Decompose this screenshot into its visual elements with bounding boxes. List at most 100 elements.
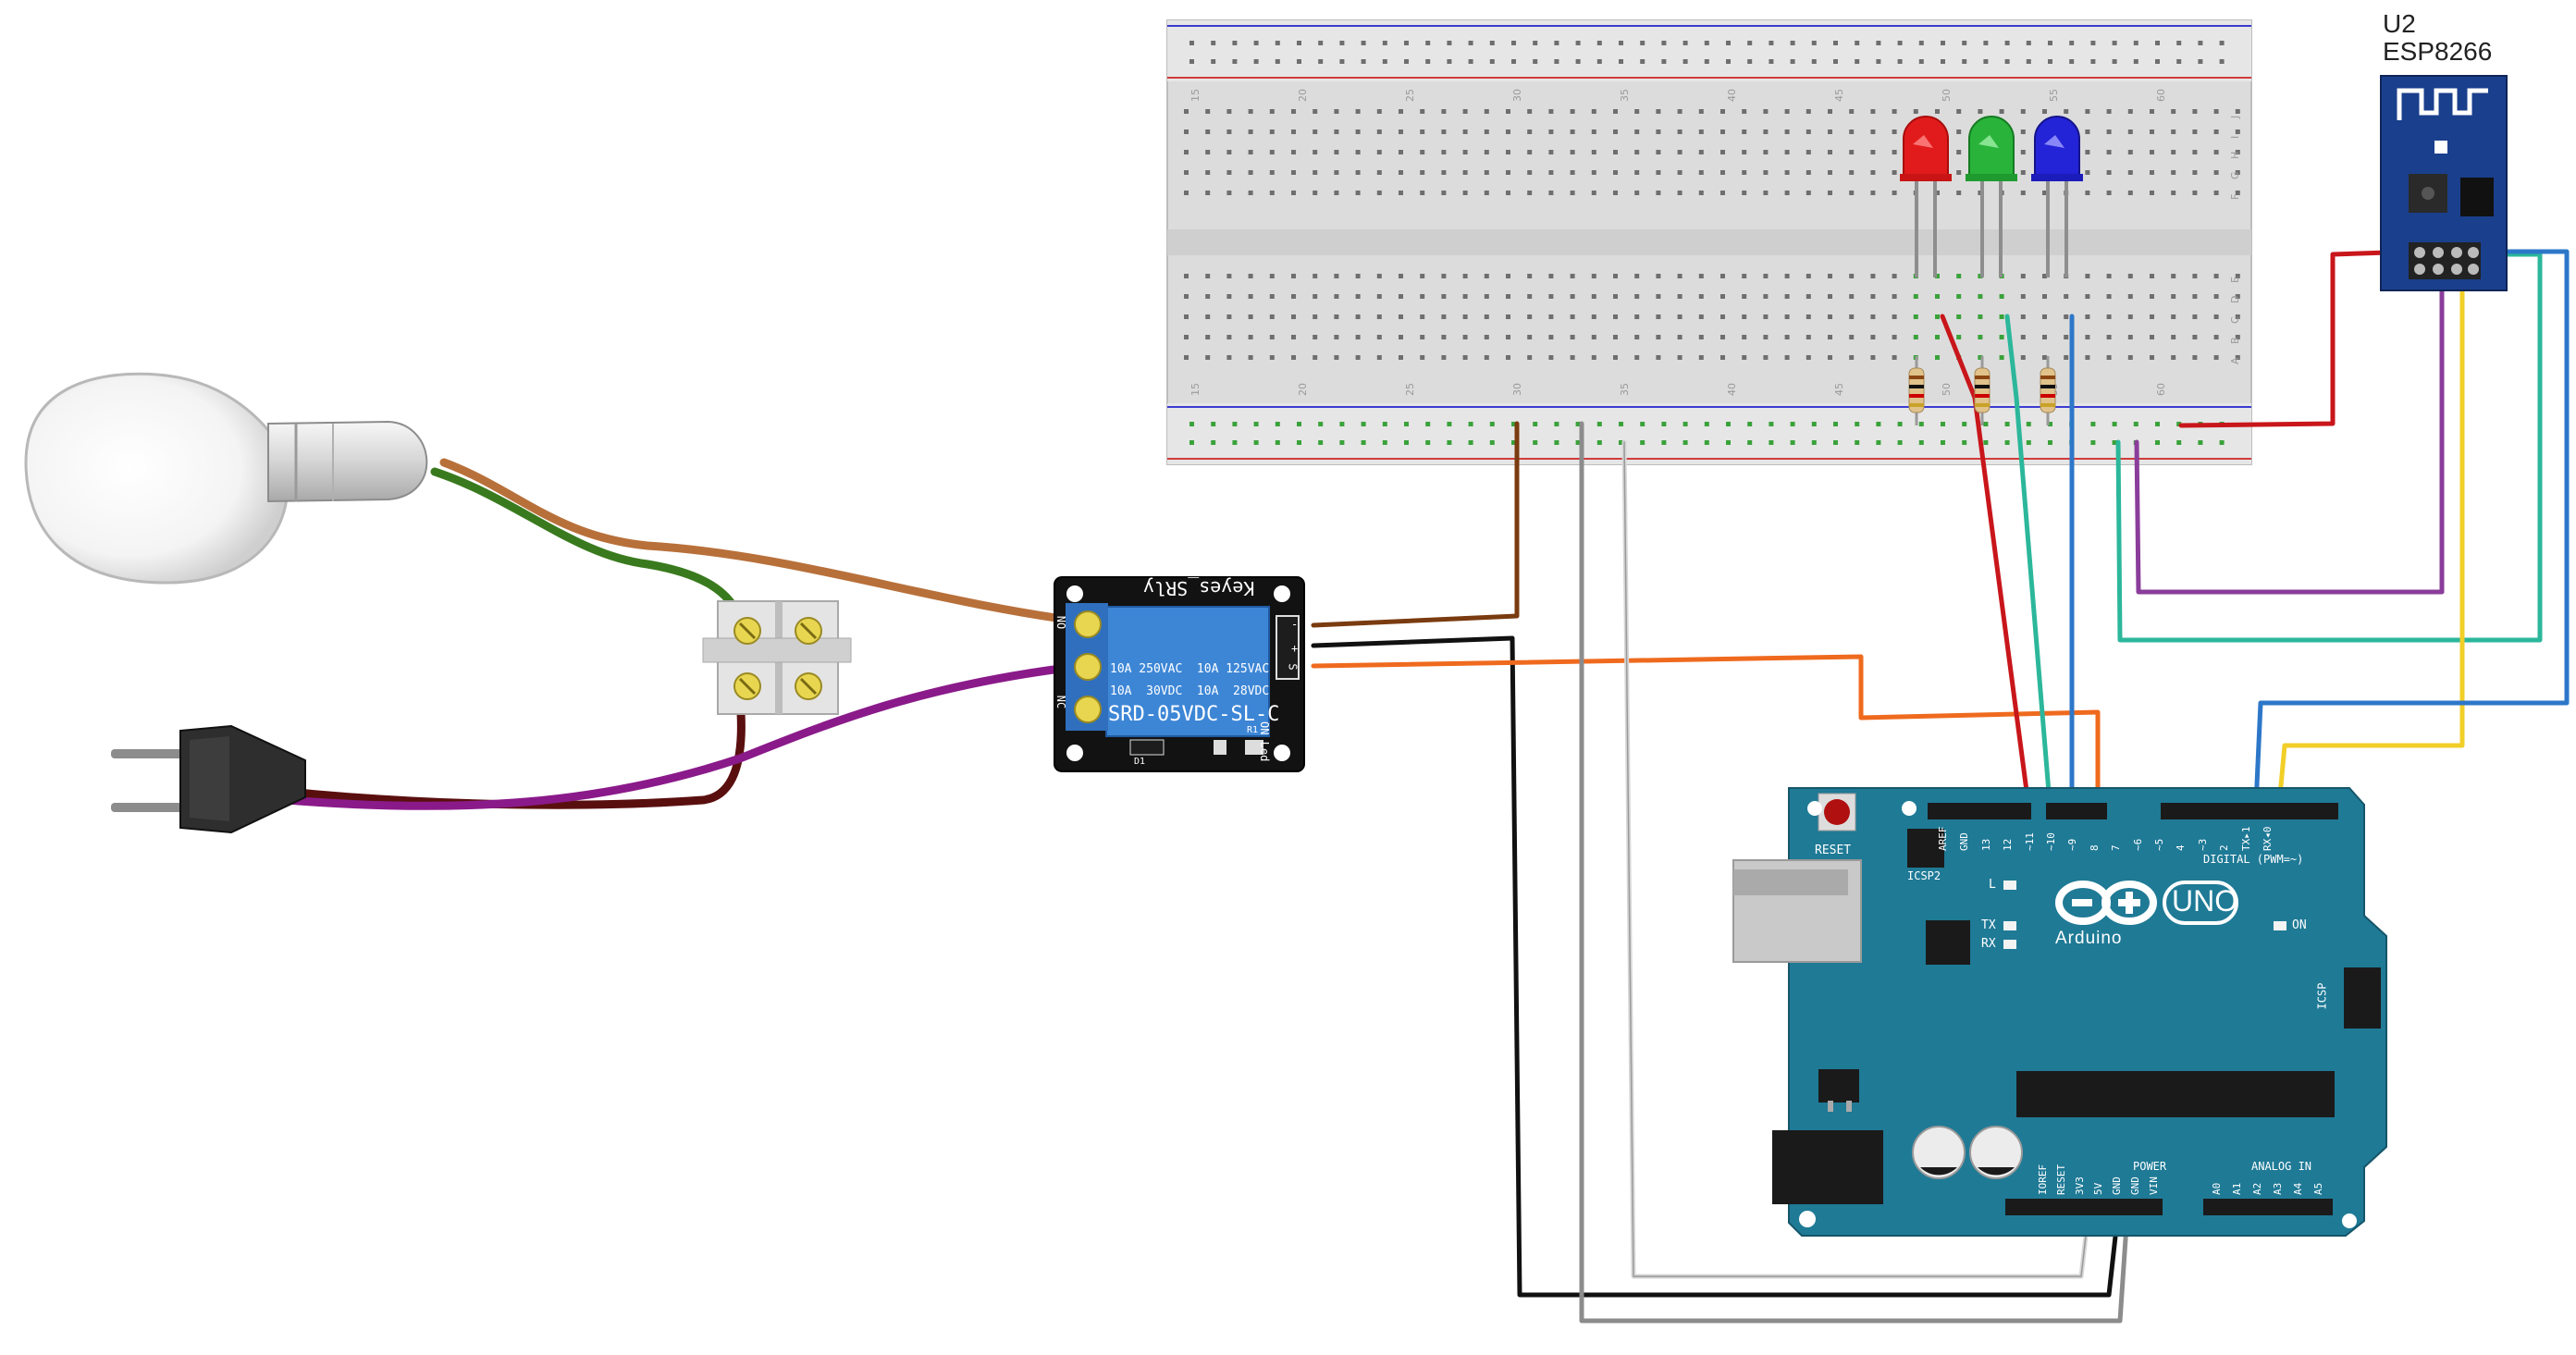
breadboard-hole bbox=[1184, 170, 1189, 175]
breadboard-hole bbox=[1999, 355, 2004, 360]
breadboard-hole bbox=[1591, 191, 1596, 195]
breadboard-hole bbox=[1339, 59, 1345, 64]
arduino-pin-label: A0 bbox=[2211, 1182, 2223, 1195]
breadboard-hole bbox=[1640, 59, 1645, 64]
breadboard-hole bbox=[1763, 109, 1769, 114]
breadboard-label: 40 bbox=[1726, 89, 1738, 102]
wire-bulb-to-relay-brown bbox=[439, 458, 1087, 626]
breadboard-hole bbox=[2198, 440, 2203, 445]
arduino-analog-label: ANALOG IN bbox=[2251, 1160, 2312, 1173]
breadboard-hole bbox=[1376, 274, 1382, 278]
breadboard-hole bbox=[2004, 41, 2010, 45]
breadboard-hole bbox=[1720, 335, 1725, 339]
breadboard-hole bbox=[1361, 59, 1366, 64]
breadboard-hole bbox=[1849, 170, 1855, 175]
reset-button[interactable] bbox=[1824, 799, 1850, 825]
breadboard-hole bbox=[2176, 59, 2182, 64]
breadboard-label: 25 bbox=[1404, 89, 1416, 102]
breadboard-hole bbox=[1462, 109, 1468, 114]
breadboard-hole bbox=[1355, 129, 1361, 134]
breadboard-hole bbox=[1726, 440, 1731, 445]
breadboard-hole bbox=[2192, 355, 2198, 360]
breadboard-hole bbox=[1291, 109, 1296, 114]
breadboard-hole bbox=[1956, 314, 1962, 319]
breadboard-hole bbox=[1506, 109, 1510, 114]
breadboard-hole bbox=[1489, 440, 1495, 445]
breadboard-hole bbox=[1506, 314, 1510, 319]
breadboard-hole bbox=[1211, 440, 1216, 445]
breadboard-hole bbox=[1613, 191, 1618, 195]
breadboard-label: G bbox=[2229, 171, 2241, 179]
breadboard-label: 40 bbox=[1726, 383, 1738, 396]
breadboard-hole bbox=[1570, 191, 1575, 195]
breadboard-hole bbox=[1462, 335, 1468, 339]
breadboard-hole bbox=[2064, 314, 2069, 319]
breadboard-hole bbox=[1425, 422, 1431, 426]
breadboard-label: 20 bbox=[1297, 383, 1309, 396]
breadboard-hole bbox=[1248, 170, 1253, 175]
breadboard-hole bbox=[1275, 59, 1280, 64]
breadboard-hole bbox=[1420, 274, 1425, 278]
breadboard-hole bbox=[2171, 170, 2176, 175]
breadboard-hole bbox=[1269, 355, 1275, 360]
breadboard-hole bbox=[1962, 59, 1967, 64]
breadboard-hole bbox=[1339, 440, 1345, 445]
dc-jack bbox=[1772, 1130, 1883, 1204]
breadboard-hole bbox=[2020, 274, 2026, 278]
breadboard-hole bbox=[2026, 440, 2031, 445]
breadboard-hole bbox=[1570, 170, 1575, 175]
breadboard-hole bbox=[1548, 294, 1554, 299]
breadboard-label: H bbox=[2229, 152, 2241, 159]
breadboard-hole bbox=[1876, 440, 1881, 445]
breadboard-hole bbox=[1441, 150, 1447, 154]
breadboard-hole bbox=[1656, 191, 1661, 195]
breadboard-hole bbox=[1698, 335, 1704, 339]
breadboard-hole bbox=[1682, 59, 1688, 64]
breadboard-hole bbox=[1892, 274, 1897, 278]
breadboard-hole bbox=[1784, 274, 1790, 278]
breadboard-hole bbox=[2127, 335, 2133, 339]
breadboard-hole bbox=[2127, 109, 2133, 114]
breadboard-hole bbox=[1226, 335, 1232, 339]
breadboard-hole bbox=[1962, 41, 1967, 45]
breadboard-hole bbox=[1677, 335, 1682, 339]
breadboard-hole bbox=[1828, 355, 1832, 360]
breadboard-hole bbox=[1698, 274, 1704, 278]
breadboard-hole bbox=[2213, 314, 2219, 319]
breadboard-hole bbox=[1425, 440, 1431, 445]
breadboard-hole bbox=[1698, 129, 1704, 134]
breadboard-hole bbox=[1698, 191, 1704, 195]
breadboard-hole bbox=[1570, 335, 1575, 339]
breadboard-hole bbox=[1613, 129, 1618, 134]
breadboard-hole bbox=[1318, 59, 1324, 64]
breadboard-hole bbox=[1613, 355, 1618, 360]
arduino-pin-label: 5V bbox=[2092, 1182, 2104, 1195]
breadboard-hole bbox=[1870, 150, 1876, 154]
breadboard-hole bbox=[1334, 170, 1339, 175]
breadboard-hole bbox=[1941, 41, 1945, 45]
breadboard-hole bbox=[2192, 314, 2198, 319]
breadboard-hole bbox=[1613, 170, 1618, 175]
breadboard-hole bbox=[1318, 440, 1324, 445]
relay-pin-nc: NC bbox=[1054, 695, 1068, 709]
breadboard-hole bbox=[1634, 170, 1640, 175]
breadboard-hole bbox=[2155, 59, 2160, 64]
breadboard-hole bbox=[1484, 355, 1489, 360]
arduino-power-label: POWER bbox=[2133, 1160, 2167, 1173]
breadboard-hole bbox=[1677, 355, 1682, 360]
breadboard-hole bbox=[1570, 355, 1575, 360]
breadboard-hole bbox=[1613, 335, 1618, 339]
capacitor-2 bbox=[1969, 1126, 2023, 1179]
breadboard-hole bbox=[1806, 355, 1811, 360]
breadboard-hole bbox=[2192, 335, 2198, 339]
breadboard-hole bbox=[1935, 355, 1940, 360]
arduino-pin-label: ~11 bbox=[2023, 832, 2036, 851]
breadboard-hole bbox=[1596, 41, 1602, 45]
breadboard-hole bbox=[1892, 150, 1897, 154]
breadboard-hole bbox=[1742, 274, 1747, 278]
breadboard-hole bbox=[2112, 41, 2117, 45]
arduino-pin-label: AREF bbox=[1937, 826, 1949, 852]
breadboard-hole bbox=[1913, 314, 1918, 319]
relay-led-label: ON Led bbox=[1258, 721, 1271, 762]
